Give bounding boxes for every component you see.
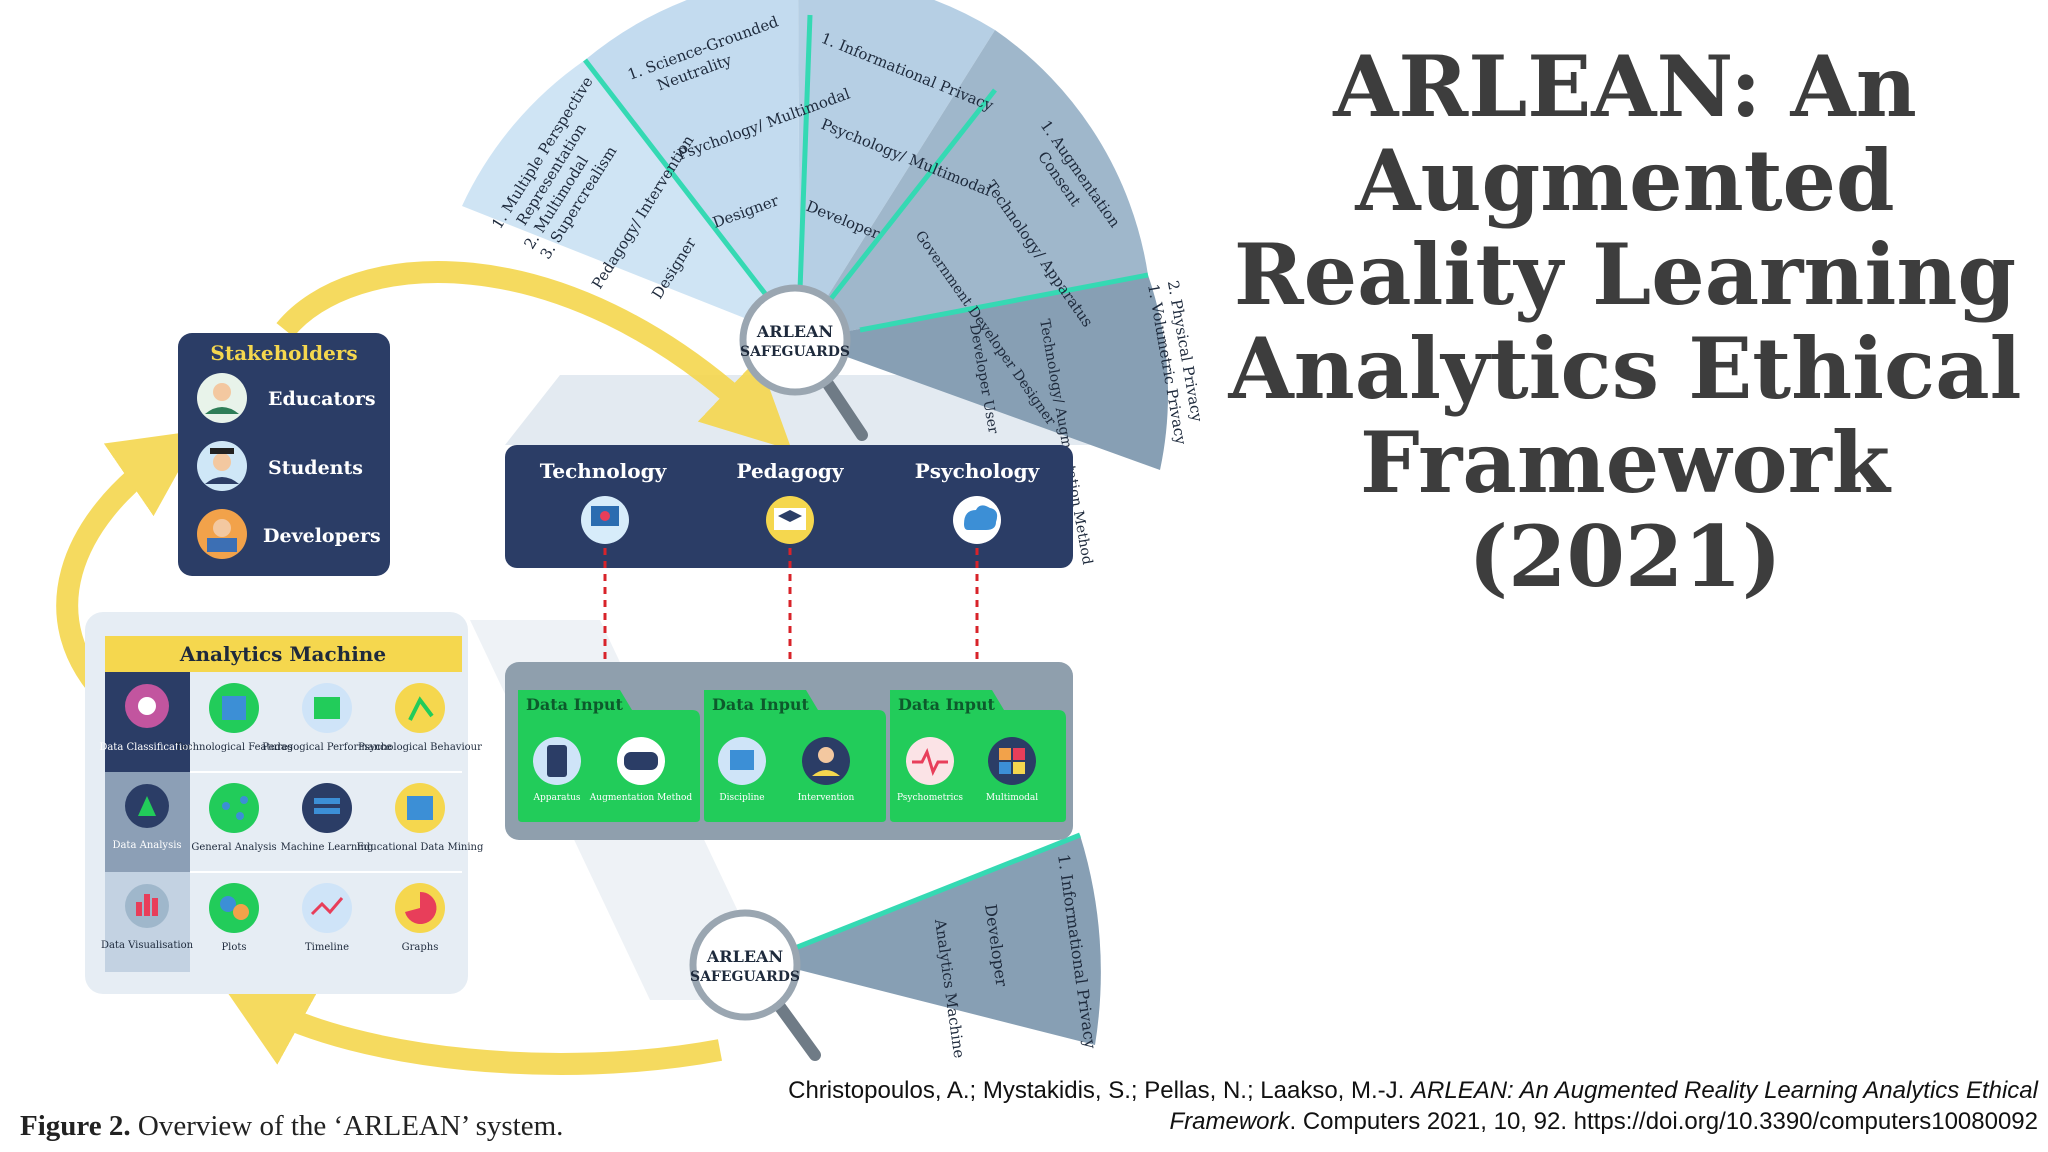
arlean-diagram: 1. Multiple Perspective Representation 2… (56, 0, 1200, 1075)
data-visualisation-icon (125, 884, 169, 928)
apparatus-icon (533, 737, 581, 785)
data-input-item-augmentation-method: Augmentation Method (589, 793, 693, 803)
cell-technological-features: Technological Features (175, 742, 293, 753)
data-input-item-discipline: Discipline (719, 793, 764, 803)
augmentation-method-icon (617, 737, 665, 785)
safeguard-top-line1: ARLEAN (756, 322, 833, 341)
stakeholders-box: Stakeholders Educators Students Develope… (178, 333, 390, 576)
cell-general-analysis: General Analysis (191, 842, 276, 853)
technology-icon (581, 496, 629, 544)
cell-timeline: Timeline (305, 942, 349, 953)
discipline-icon (718, 737, 766, 785)
row-label-data-classification: Data Classification (99, 742, 195, 753)
data-input-item-apparatus: Apparatus (532, 793, 580, 803)
figure-caption-label: Figure 2. (20, 1110, 131, 1142)
safeguard-bottom-line1: ARLEAN (706, 947, 783, 966)
pedagogy-icon (766, 496, 814, 544)
row-label-data-visualisation: Data Visualisation (101, 940, 194, 951)
technological-features-icon (209, 683, 259, 733)
funnel-shade (505, 375, 1090, 445)
data-input-item-psychometrics: Psychometrics (897, 793, 963, 803)
stakeholders-title: Stakeholders (210, 341, 357, 365)
bottom-fan: 1. Informational Privacy Developer Analy… (760, 832, 1101, 1059)
pedagogical-performance-icon (302, 683, 352, 733)
data-classification-icon (125, 684, 169, 728)
citation-source: . Computers 2021, 10, 92. https://doi.or… (1289, 1108, 2039, 1135)
yellow-arrow-bottom (221, 983, 723, 1075)
data-analysis-icon (125, 784, 169, 828)
safeguard-magnifier-bottom: ARLEAN SAFEGUARDS (689, 909, 821, 1061)
cell-pedagogical-performance: Pedagogical Performance (262, 742, 391, 753)
stakeholder-developers: Developers (263, 525, 381, 547)
data-input-item-intervention: Intervention (798, 793, 855, 803)
figure-caption-text: Overview of the ‘ARLEAN’ system. (130, 1110, 564, 1142)
figure-caption: Figure 2. Overview of the ‘ARLEAN’ syste… (20, 1110, 563, 1143)
graphs-icon (395, 883, 445, 933)
psychometrics-icon (906, 737, 954, 785)
data-input-pedagogy: Data Input Discipline Intervention (704, 690, 886, 822)
cell-psychological-behaviour: Psychological Behaviour (358, 742, 482, 753)
plots-icon (209, 883, 259, 933)
psychological-behaviour-icon (395, 683, 445, 733)
safeguard-bottom-line2: SAFEGUARDS (690, 969, 800, 985)
citation: Christopoulos, A.; Mystakidis, S.; Pella… (778, 1075, 2038, 1137)
data-input-label-1: Data Input (526, 695, 624, 714)
fan-segment-3 (798, 0, 995, 340)
citation-authors: Christopoulos, A.; Mystakidis, S.; Pella… (788, 1077, 1411, 1104)
developer-avatar (197, 509, 247, 559)
fan-segment-1 (462, 60, 800, 340)
domain-psychology: Psychology (915, 459, 1041, 483)
data-input-item-multimodal: Multimodal (986, 793, 1038, 803)
cell-graphs: Graphs (402, 942, 439, 953)
data-input-technology: Data Input Apparatus Augmentation Method (518, 690, 700, 822)
yellow-arrow-left (56, 430, 202, 708)
safeguard-magnifier-top: ARLEAN SAFEGUARDS (739, 284, 868, 441)
psychology-icon (953, 496, 1001, 544)
stakeholder-students: Students (268, 457, 363, 479)
data-input-label-3: Data Input (898, 695, 996, 714)
data-input-psychology: Data Input Psychometrics Multimodal (890, 690, 1066, 822)
data-inputs-box: Data Input Apparatus Augmentation Method… (505, 662, 1073, 840)
multimodal-icon (988, 737, 1036, 785)
analytics-title: Analytics Machine (179, 642, 386, 666)
educator-avatar (197, 373, 247, 423)
row-label-data-analysis: Data Analysis (112, 840, 181, 851)
fan-segment-2 (585, 0, 800, 340)
bottom-fan-segment (760, 835, 1101, 1045)
cell-machine-learning: Machine Learning (281, 842, 374, 853)
top-fan: 1. Multiple Perspective Representation 2… (462, 0, 1200, 566)
analytics-machine: Analytics Machine Data Classification Te… (85, 612, 484, 994)
citation-title: ARLEAN: An Augmented Reality Learning An… (1169, 1077, 2038, 1135)
fan-segment-4 (800, 30, 1148, 340)
stakeholder-educators: Educators (268, 388, 376, 410)
safeguard-top-line2: SAFEGUARDS (740, 344, 850, 360)
cell-educational-data-mining: Educational Data Mining (357, 842, 484, 853)
domain-pedagogy: Pedagogy (736, 459, 844, 483)
educational-data-mining-icon (395, 783, 445, 833)
intervention-icon (802, 737, 850, 785)
student-avatar (197, 441, 247, 491)
domains-box: Technology Pedagogy Psychology (505, 445, 1073, 568)
data-input-label-2: Data Input (712, 695, 810, 714)
general-analysis-icon (209, 783, 259, 833)
yellow-arrow-top (276, 261, 792, 451)
machine-learning-icon (302, 783, 352, 833)
timeline-icon (302, 883, 352, 933)
cell-plots: Plots (221, 942, 246, 953)
svg-text:Data Classification: Data Classification (99, 742, 195, 753)
domain-technology: Technology (540, 459, 668, 483)
page-title: ARLEAN: An Augmented Reality Learning An… (1228, 37, 2022, 606)
